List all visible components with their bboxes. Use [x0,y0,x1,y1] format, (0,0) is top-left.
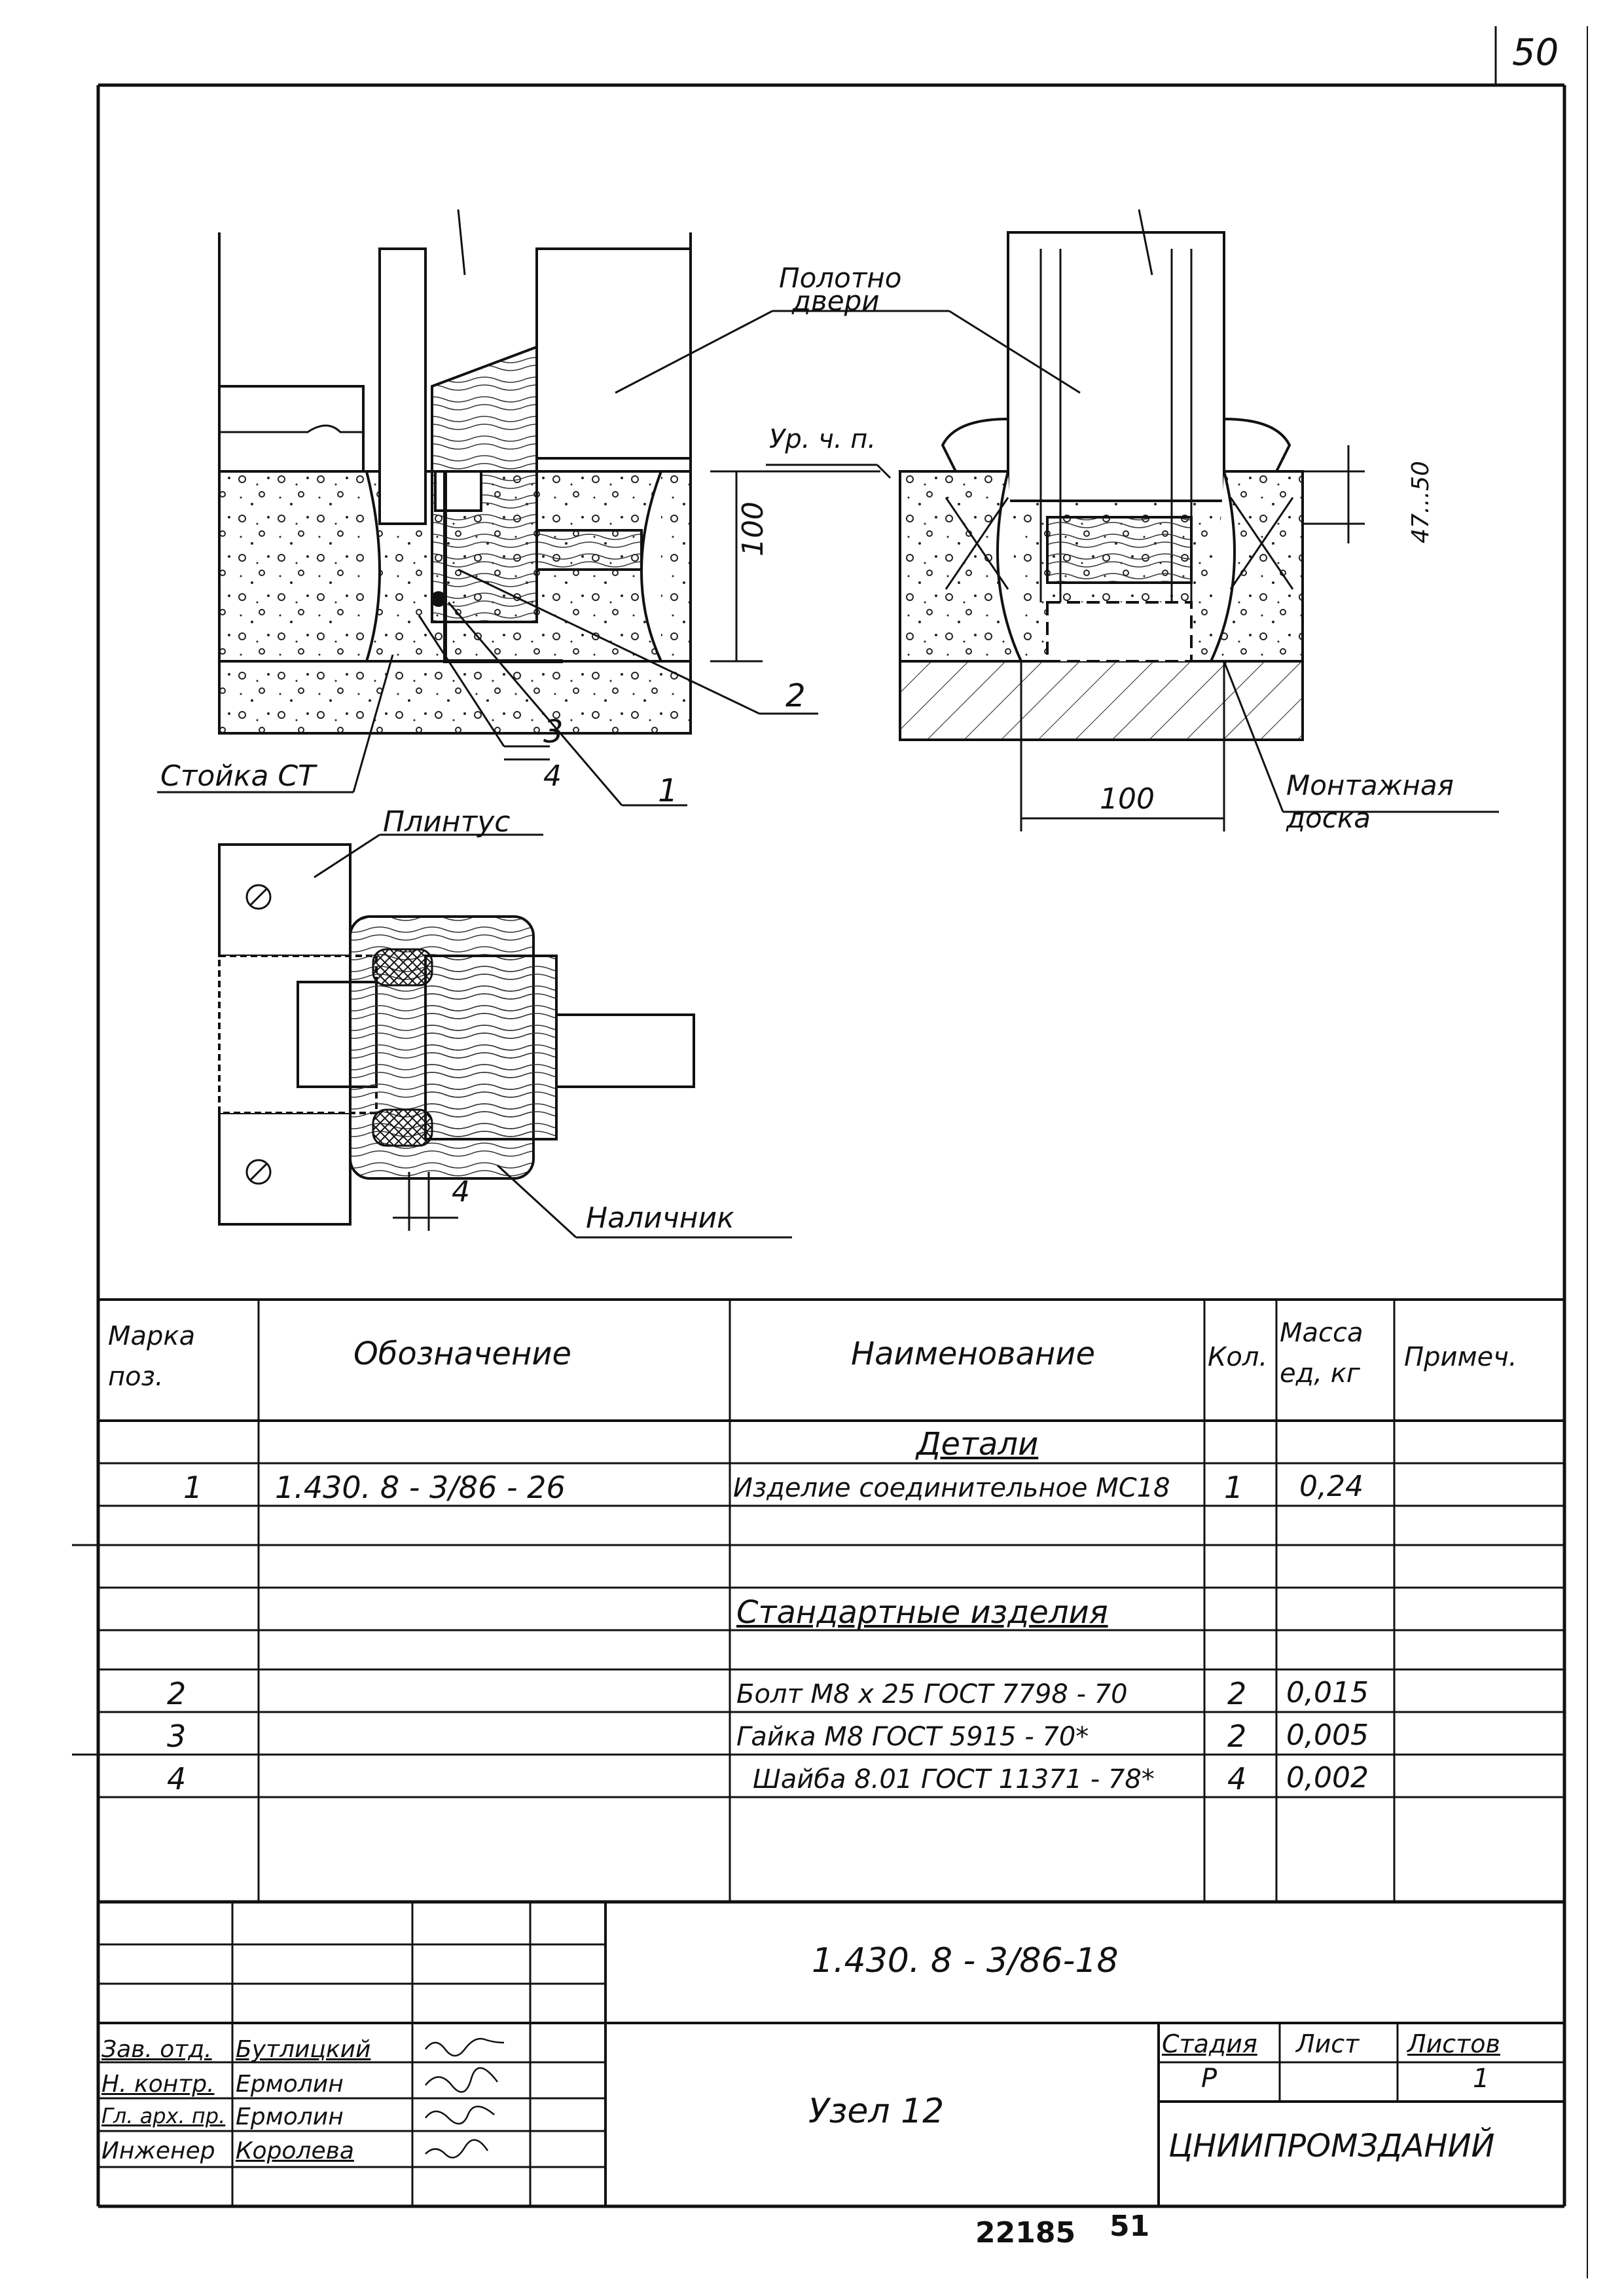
row-1-qty: 1 [1224,1470,1244,1505]
callout-4: 4 [543,759,562,793]
dim-47-50: 47...50 [1407,461,1434,543]
staff-role-1: Зав. отд. [101,2036,212,2063]
section-plan [218,843,695,1226]
title-code: 1.430. 8 - 3/86-18 [812,1941,1119,1980]
staff-role-2: Н. контр. [101,2071,215,2098]
section-details: Детали [916,1426,1039,1463]
signatures [425,2037,505,2159]
staff-name-2: Ермолин [236,2071,344,2098]
header-qty: Кол. [1208,1342,1268,1372]
label-post: Стойка СТ [160,759,316,793]
section-standard: Стандартные изделия [736,1594,1108,1631]
sheet-frame [96,26,1588,2278]
sheets-value: 1 [1473,2064,1490,2094]
row-1-designation: 1.430. 8 - 3/86 - 26 [275,1470,566,1505]
row-1-name: Изделие соединительное МС18 [733,1473,1170,1503]
row-2-qty: 2 [1227,1676,1247,1711]
row-3-mark: 3 [167,1719,187,1754]
row-4-mass: 0,002 [1286,1761,1369,1795]
row-4-name: Шайба 8.01 ГОСТ 11371 - 78* [753,1764,1155,1795]
callout-1: 1 [658,773,678,809]
row-1-mark: 1 [183,1470,203,1505]
staff-role-4: Инженер [101,2138,215,2164]
archive-number: 22185 [975,2216,1076,2250]
dim-100-vertical: 100 [736,501,770,556]
row-2-mass: 0,015 [1286,1676,1369,1709]
label-door-leaf-1: Полотно [779,262,902,294]
label-mounting-board-1: Монтажная [1286,769,1454,801]
label-plinth: Плинтус [383,805,511,839]
sheet-label: Лист [1296,2030,1360,2058]
stage-value: Р [1201,2064,1218,2094]
row-4-mark: 4 [167,1761,187,1796]
label-door-leaf-2: двери [792,285,880,317]
row-3-qty: 2 [1227,1719,1247,1754]
label-mounting-board-2: доска [1286,802,1371,834]
staff-role-3: Гл. арх. пр. [101,2104,226,2128]
label-casing: Наличник [586,1201,734,1235]
stage-label: Стадия [1162,2030,1257,2058]
label-floor-level: Ур. ч. п. [769,424,876,454]
archive-sub: 51 [1110,2210,1150,2243]
title-name: Узел 12 [808,2092,945,2131]
spec-table-grid [98,1298,1564,1904]
section-left [218,209,692,735]
staff-name-4: Королева [236,2138,354,2164]
header-note: Примеч. [1404,1342,1517,1372]
dim-4: 4 [452,1175,470,1209]
dim-100-horizontal: 100 [1100,782,1155,816]
organization: ЦНИИПРОМЗДАНИЙ [1168,2128,1495,2164]
staff-name-3: Ермолин [236,2104,344,2130]
row-2-name: Болт М8 х 25 ГОСТ 7798 - 70 [736,1679,1128,1709]
sheets-label: Листов [1407,2030,1500,2058]
staff-name-1: Бутлицкий [236,2036,371,2063]
title-block-grid [72,1544,1564,2206]
header-name: Наименование [851,1336,1096,1372]
row-2-mark: 2 [167,1676,187,1711]
header-designation: Обозначение [353,1336,572,1372]
header-mass: Масса ед, кг [1280,1318,1363,1389]
callout-3: 3 [543,714,564,750]
header-mark: Марка поз. [108,1321,196,1392]
row-1-mass: 0,24 [1299,1470,1363,1503]
row-4-qty: 4 [1227,1761,1247,1796]
row-3-name: Гайка М8 ГОСТ 5915 - 70* [736,1722,1089,1752]
section-right [899,209,1304,741]
row-3-mass: 0,005 [1286,1719,1369,1752]
page-number: 50 [1512,31,1559,74]
leaders [157,310,1499,1239]
callout-2: 2 [785,678,806,714]
